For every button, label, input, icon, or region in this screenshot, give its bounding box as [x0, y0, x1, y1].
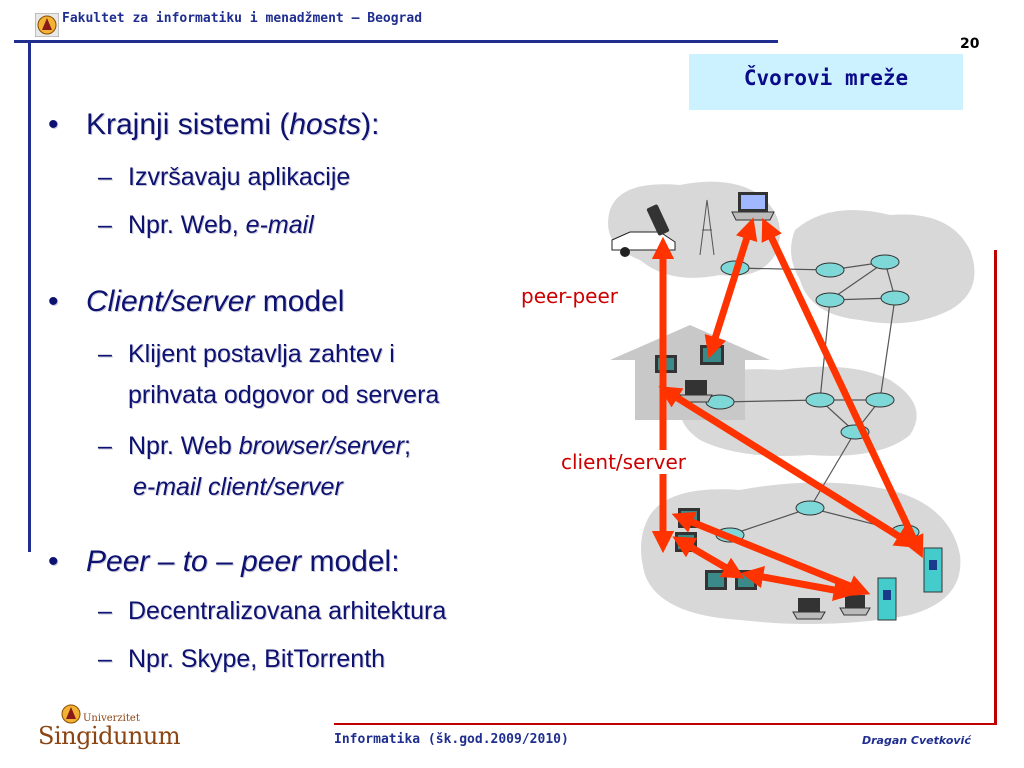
dash: – — [98, 340, 112, 368]
sub-text: Izvršavaju aplikacije — [128, 163, 351, 191]
university-label-big: Singidunum — [38, 722, 181, 750]
dash: – — [98, 645, 112, 673]
cellphone-icon — [646, 204, 670, 236]
sub-italic: e-mail — [245, 211, 314, 239]
router-icon — [815, 262, 845, 278]
bullet-hosts: • Krajnji sistemi (hosts): — [48, 108, 380, 142]
arrow-desktop-laptop — [740, 565, 857, 602]
left-rule — [28, 40, 31, 552]
header-institution: Fakultet za informatiku i menadžment – B… — [62, 11, 423, 26]
sub-text: Klijent postavlja zahtev i — [128, 340, 395, 368]
page-number: 20 — [960, 36, 980, 52]
bullet-text: ): — [361, 108, 380, 141]
arrow-peer-laptop-home — [704, 217, 758, 359]
desktop-icon — [705, 570, 727, 590]
router-icon — [795, 500, 825, 516]
dash: – — [98, 597, 112, 625]
university-logo-icon — [61, 704, 81, 724]
router-icon — [870, 254, 900, 270]
router-icon — [865, 392, 895, 408]
dash: – — [98, 211, 112, 239]
sub-italic: e-mail client/server — [133, 473, 343, 501]
sub-bullet: – Npr. Web browser/server; — [98, 432, 411, 461]
bullet-p2p: • Peer – to – peer model: — [48, 545, 400, 579]
bullet-text: model: — [301, 545, 400, 578]
sub-bullet: – Izvršavaju aplikacije — [98, 163, 351, 192]
header-rule — [14, 40, 778, 43]
dash: – — [98, 432, 112, 460]
network-diagram — [608, 181, 975, 624]
university-label-small: Univerzitet — [83, 713, 140, 724]
sub-text: Npr. Skype, BitTorrenth — [128, 645, 386, 673]
bullet-text: model — [254, 285, 345, 318]
sub-bullet: – Npr. Web, e-mail — [98, 211, 314, 240]
laptop-icon — [792, 598, 826, 620]
sub-bullet-cont: prihvata odgovor od servera — [128, 381, 440, 409]
sub-bullet-cont: e-mail client/server — [133, 473, 343, 502]
sub-italic: browser/server — [238, 432, 405, 460]
bullet-italic: Client/server — [86, 285, 255, 318]
sub-bullet: – Npr. Skype, BitTorrenth — [98, 645, 386, 674]
bullet-italic: hosts — [289, 108, 362, 141]
label-client-server: client/server — [561, 450, 686, 474]
bullet-client-server: • Client/server model — [48, 285, 345, 319]
title-box — [689, 54, 963, 110]
server-icon — [877, 577, 897, 621]
sub-text: ; — [404, 432, 411, 460]
faculty-logo-icon — [35, 13, 59, 37]
footer-course: Informatika (šk.god.2009/2010) — [334, 732, 569, 747]
bullet-dot: • — [48, 108, 59, 141]
router-icon — [805, 392, 835, 408]
server-icon — [923, 547, 943, 593]
bullet-dot: • — [48, 285, 59, 318]
sub-bullet: – Klijent postavlja zahtev i — [98, 340, 395, 369]
sub-text: Decentralizovana arhitektura — [128, 597, 447, 625]
bullet-text: Krajnji sistemi ( — [86, 108, 290, 141]
arrow-desktop-desktop — [672, 536, 745, 579]
router-icon — [815, 292, 845, 308]
sub-bullet: – Decentralizovana arhitektura — [98, 597, 447, 626]
footer-author: Dragan Cvetković — [862, 734, 971, 747]
footer-rule — [334, 723, 996, 725]
sub-text: Npr. Web — [128, 432, 239, 460]
bullet-italic: Peer – to – peer — [86, 545, 302, 578]
laptop-icon — [731, 192, 775, 221]
dash: – — [98, 163, 112, 191]
bullet-dot: • — [48, 545, 59, 578]
slide-title: Čvorovi mreže — [743, 66, 909, 90]
right-rule — [994, 250, 997, 725]
sub-text: Npr. Web, — [128, 211, 246, 239]
router-icon — [880, 290, 910, 306]
label-peer-peer: peer-peer — [521, 284, 618, 308]
